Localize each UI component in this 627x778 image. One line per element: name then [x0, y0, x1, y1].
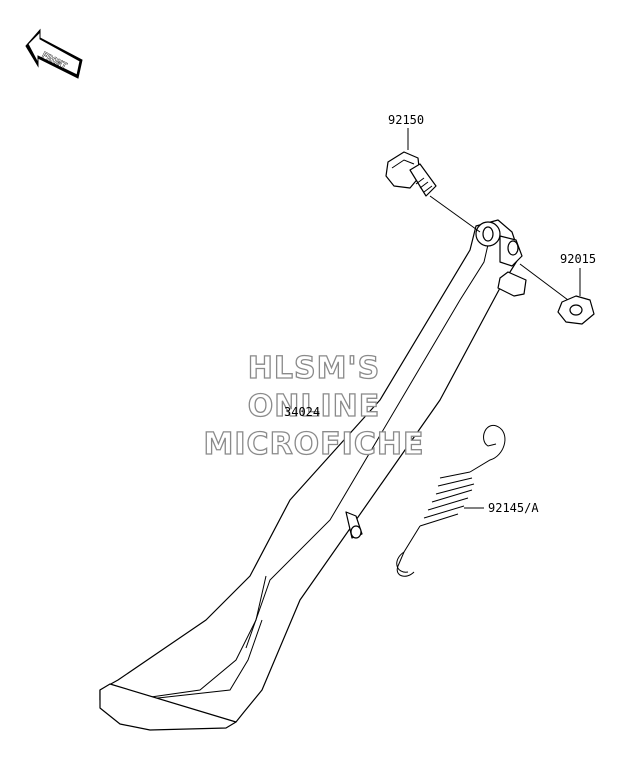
part-label-92145: 92145/A [488, 501, 539, 515]
watermark-line-1: HLSM'S [248, 351, 380, 386]
watermark-line-2: ONLINE [248, 389, 381, 424]
spring-part [396, 425, 506, 577]
watermark: HLSM'S ONLINE MICROFICHE [203, 350, 425, 462]
front-arrow-icon: FRONT [25, 28, 83, 79]
nut-part [519, 263, 595, 325]
part-label-92150: 92150 [388, 113, 424, 127]
part-label-92015: 92015 [560, 252, 596, 266]
side-stand-part [99, 219, 527, 731]
part-label-34024: 34024 [284, 405, 320, 419]
bolt-part [385, 151, 481, 233]
watermark-line-3: MICROFICHE [204, 427, 425, 462]
